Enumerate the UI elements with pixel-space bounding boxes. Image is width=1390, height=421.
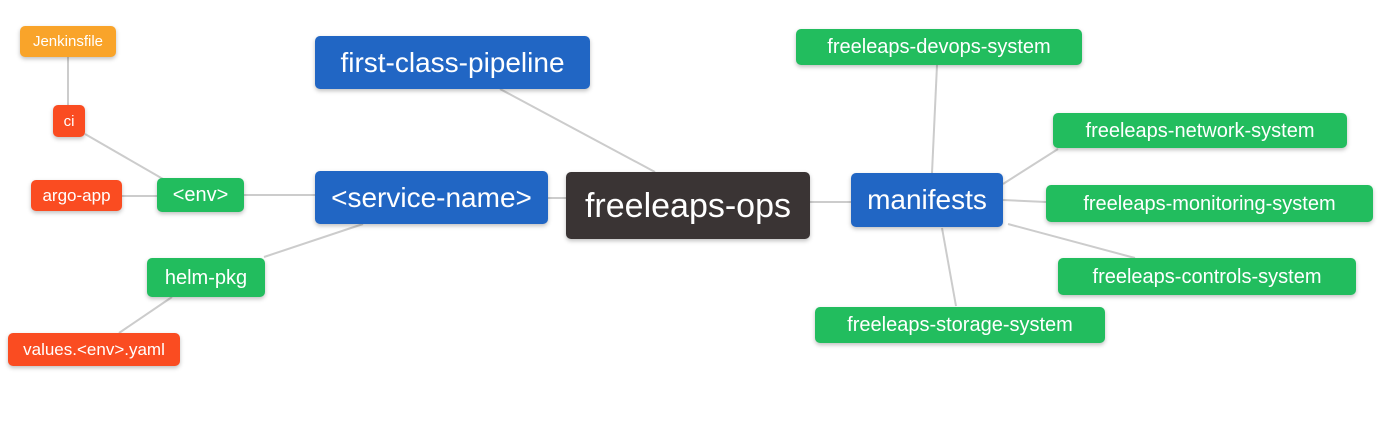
edge-manifests-to-storage-system: [941, 227, 957, 307]
edge-manifests-to-network-system: [1002, 148, 1059, 185]
node-first-class-pipeline[interactable]: first-class-pipeline: [315, 36, 590, 89]
node-network-system[interactable]: freeleaps-network-system: [1053, 113, 1347, 148]
node-label: values.<env>.yaml: [23, 340, 165, 359]
node-storage-system[interactable]: freeleaps-storage-system: [815, 307, 1105, 343]
node-controls-system[interactable]: freeleaps-controls-system: [1058, 258, 1356, 295]
node-label: Jenkinsfile: [32, 33, 104, 50]
node-service-name[interactable]: <service-name>: [315, 171, 548, 224]
node-freeleaps-ops[interactable]: freeleaps-ops: [566, 172, 810, 239]
node-jenkinsfile[interactable]: Jenkinsfile: [20, 26, 116, 57]
edge-values-env-yaml-to-helm-pkg: [118, 296, 173, 334]
edge-ci-to-env: [84, 133, 164, 180]
edge-manifests-to-monitoring-system: [1002, 199, 1047, 203]
node-label: freeleaps-monitoring-system: [1083, 192, 1336, 215]
node-helm-pkg[interactable]: helm-pkg: [147, 258, 265, 297]
node-label: first-class-pipeline: [340, 46, 565, 78]
edge-first-class-pipeline-to-freeleaps-ops: [499, 88, 656, 173]
node-label: freeleaps-network-system: [1085, 119, 1315, 142]
node-label: helm-pkg: [164, 266, 248, 289]
node-manifests[interactable]: manifests: [851, 173, 1003, 227]
node-label: ci: [63, 112, 75, 130]
node-ci[interactable]: ci: [53, 105, 85, 137]
edge-helm-pkg-to-service-name: [263, 223, 364, 258]
node-label: freeleaps-controls-system: [1092, 265, 1322, 288]
node-label: <env>: [172, 184, 229, 206]
node-label: freeleaps-storage-system: [847, 314, 1073, 336]
node-label: argo-app: [42, 186, 111, 205]
node-values-env-yaml[interactable]: values.<env>.yaml: [8, 333, 180, 366]
edge-manifests-to-devops-system: [931, 64, 938, 174]
node-label: freeleaps-devops-system: [827, 36, 1051, 58]
node-env[interactable]: <env>: [157, 178, 244, 212]
node-monitoring-system[interactable]: freeleaps-monitoring-system: [1046, 185, 1373, 222]
node-label: manifests: [867, 184, 987, 215]
edge-manifests-to-controls-system: [1007, 223, 1136, 259]
node-label: <service-name>: [331, 181, 532, 213]
node-argo-app[interactable]: argo-app: [31, 180, 122, 211]
node-devops-system[interactable]: freeleaps-devops-system: [796, 29, 1082, 65]
node-label: freeleaps-ops: [584, 186, 791, 225]
